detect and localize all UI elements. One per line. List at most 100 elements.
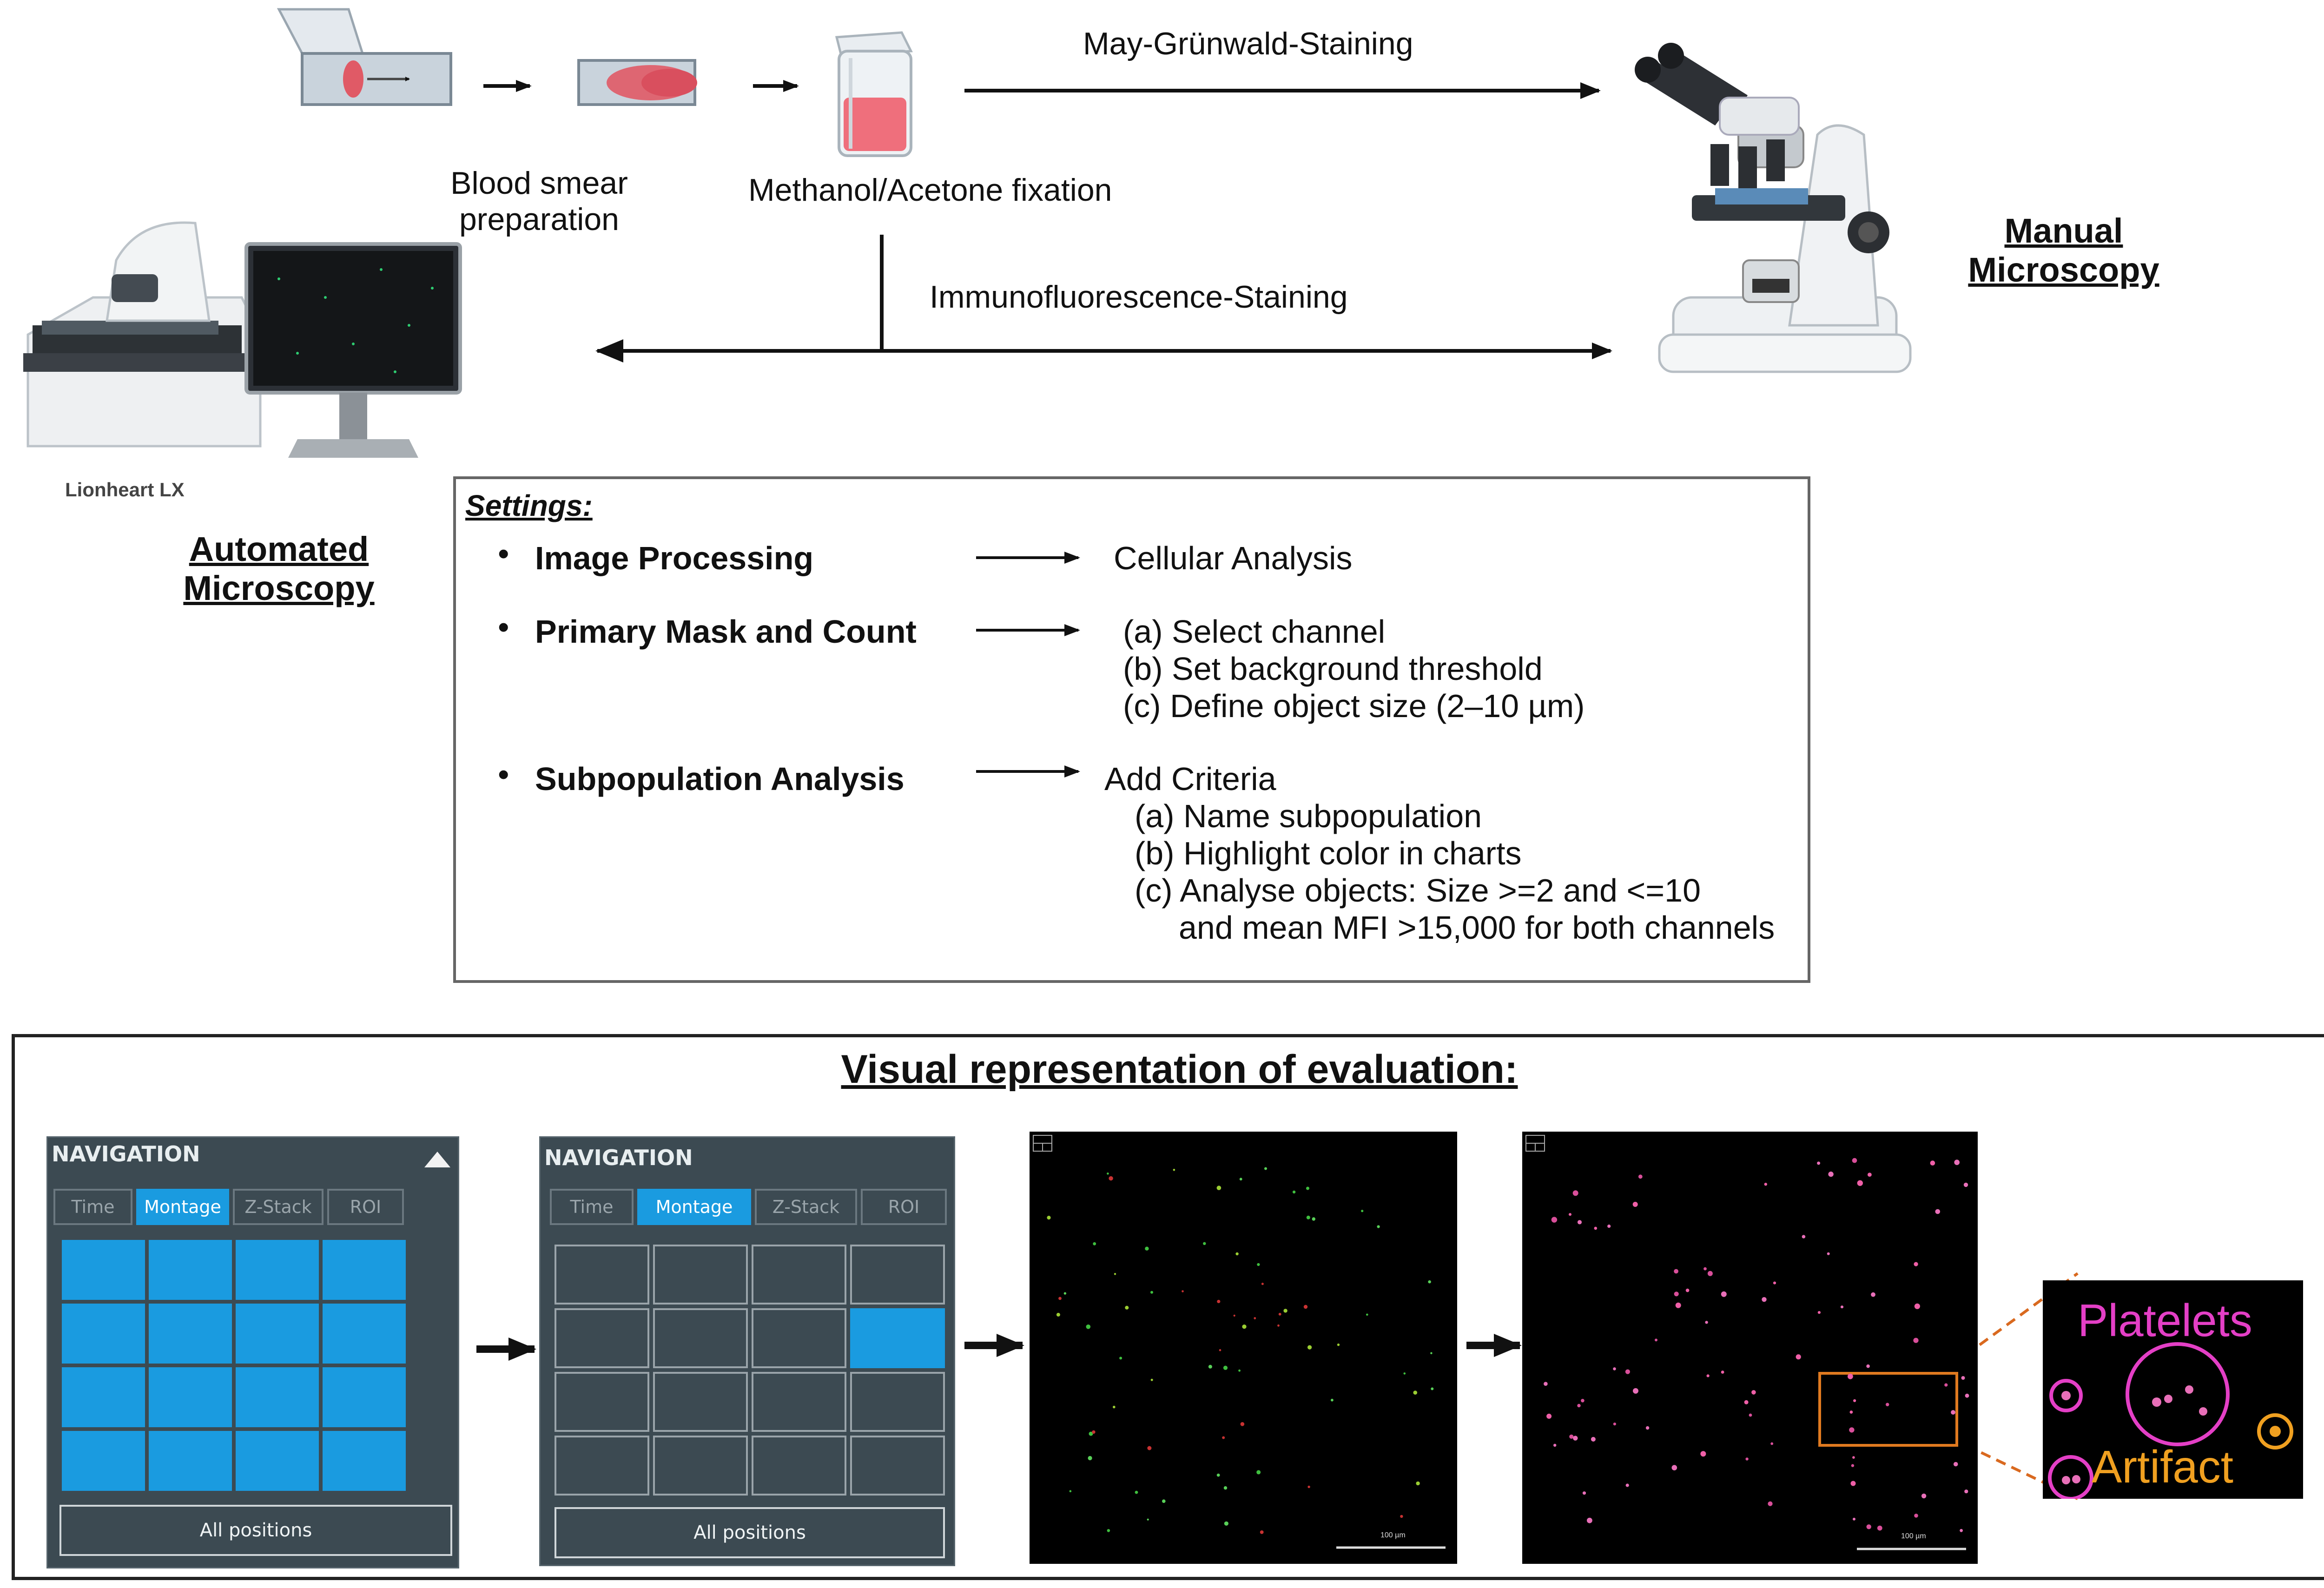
montage-cell[interactable]: [62, 1240, 145, 1300]
montage-cell[interactable]: [149, 1431, 232, 1491]
cell-dot: [1413, 1390, 1418, 1395]
montage-cell[interactable]: [62, 1431, 145, 1491]
montage-cell[interactable]: [62, 1367, 145, 1427]
cell-dot: [1145, 1246, 1149, 1251]
montage-cell[interactable]: [850, 1372, 945, 1432]
cell-dot: [1109, 1176, 1113, 1181]
cell-dot: [1707, 1271, 1713, 1276]
montage-cell[interactable]: [752, 1372, 846, 1432]
cell-dot: [1150, 1291, 1153, 1294]
manual-microscopy-label: Manual Microscopy: [1943, 211, 2185, 290]
cell-dot: [1173, 1169, 1175, 1171]
tab-time-2[interactable]: Time: [550, 1189, 634, 1225]
montage-cell[interactable]: [236, 1240, 319, 1300]
setting-primary-mask-c: (c) Define object size (2–10 µm): [1123, 688, 1585, 724]
cell-dot: [1430, 1352, 1433, 1354]
montage-cell[interactable]: [752, 1308, 846, 1368]
montage-cell[interactable]: [149, 1240, 232, 1300]
cell-dot: [1217, 1299, 1221, 1304]
cell-dot: [1147, 1518, 1149, 1521]
cell-dot: [1850, 1481, 1856, 1486]
cell-dot: [1069, 1490, 1072, 1492]
cell-dot: [1292, 1190, 1296, 1194]
all-positions-button[interactable]: All positions: [59, 1505, 452, 1556]
cell-dot: [1089, 1431, 1093, 1436]
montage-cell[interactable]: [236, 1367, 319, 1427]
montage-cell[interactable]: [323, 1240, 406, 1300]
cell-dot: [1796, 1354, 1801, 1360]
tab-z-stack[interactable]: Z-Stack: [233, 1189, 324, 1225]
tab-roi-2[interactable]: ROI: [861, 1189, 947, 1225]
montage-cell[interactable]: [236, 1304, 319, 1364]
cell-dot: [1751, 1390, 1756, 1395]
cell-dot: [1260, 1530, 1264, 1534]
all-positions-button-2[interactable]: All positions: [555, 1507, 945, 1558]
montage-cell[interactable]: [62, 1304, 145, 1364]
platelet-circle-left: [2049, 1379, 2083, 1412]
montage-cell[interactable]: [555, 1436, 649, 1496]
cell-dot: [1577, 1220, 1582, 1225]
cell-dot: [1047, 1216, 1051, 1220]
micrograph-raw: 100 µm: [1030, 1132, 1457, 1564]
montage-cell[interactable]: [555, 1308, 649, 1368]
cell-dot: [1866, 1364, 1870, 1368]
tab-time[interactable]: Time: [53, 1189, 132, 1225]
cell-dot: [1591, 1436, 1596, 1442]
montage-cell[interactable]: [850, 1436, 945, 1496]
setting-primary-mask-a: (a) Select channel: [1123, 613, 1386, 650]
setting-subpopulation-header: Add Criteria: [1104, 761, 1276, 797]
montage-cell[interactable]: [236, 1431, 319, 1491]
cell-dot: [1951, 1410, 1955, 1415]
montage-cell[interactable]: [555, 1245, 649, 1305]
montage-cell[interactable]: [323, 1304, 406, 1364]
montage-cell[interactable]: [323, 1431, 406, 1491]
cell-dot: [1222, 1436, 1225, 1439]
montage-cell[interactable]: [653, 1245, 748, 1305]
collapse-triangle-icon[interactable]: [424, 1152, 450, 1167]
automated-microscopy-label: Automated Microscopy: [139, 530, 418, 608]
cell-dot: [1964, 1489, 1968, 1494]
montage-cell[interactable]: [850, 1245, 945, 1305]
montage-cell[interactable]: [850, 1308, 945, 1368]
montage-cell[interactable]: [653, 1436, 748, 1496]
montage-cell[interactable]: [323, 1367, 406, 1427]
cell-dot: [1569, 1213, 1571, 1216]
zoom-region-box: [1818, 1372, 1958, 1447]
tab-roi[interactable]: ROI: [327, 1189, 404, 1225]
cell-dot: [1277, 1324, 1280, 1327]
cell-dot: [1587, 1517, 1592, 1523]
tab-montage-2[interactable]: Montage: [637, 1189, 751, 1225]
montage-cell[interactable]: [555, 1372, 649, 1432]
cell-dot: [1674, 1291, 1679, 1297]
device-name-label: Lionheart LX: [65, 479, 185, 501]
tab-z-stack-2[interactable]: Z-Stack: [755, 1189, 857, 1225]
montage-cell[interactable]: [653, 1372, 748, 1432]
cell-dot: [1182, 1290, 1184, 1292]
montage-cell[interactable]: [752, 1245, 846, 1305]
cell-dot: [1625, 1483, 1629, 1487]
montage-cell[interactable]: [752, 1436, 846, 1496]
cell-dot: [1416, 1481, 1420, 1486]
cell-dot: [1208, 1364, 1212, 1369]
cell-dot: [1866, 1524, 1871, 1529]
cell-dot: [1093, 1242, 1096, 1245]
tab-montage[interactable]: Montage: [136, 1189, 229, 1225]
montage-cell[interactable]: [149, 1304, 232, 1364]
staining-jar: [835, 31, 913, 157]
artifact-label: Artifact: [2092, 1441, 2233, 1492]
cell-dot: [1242, 1324, 1247, 1329]
montage-cell[interactable]: [149, 1367, 232, 1427]
settings-title: Settings:: [465, 489, 593, 522]
cell-dot: [1224, 1521, 1228, 1526]
montage-cell[interactable]: [653, 1308, 748, 1368]
cell-dot: [1868, 1173, 1872, 1177]
cell-dot: [1954, 1160, 1960, 1165]
may-grunwald-label: May-Grünwald-Staining: [1083, 26, 1413, 61]
cell-dot: [1577, 1404, 1581, 1408]
cell-dot: [1162, 1499, 1166, 1503]
cell-dot: [1366, 1313, 1368, 1316]
cell-dot: [1264, 1167, 1267, 1170]
fixation-label: Methanol/Acetone fixation: [748, 172, 1112, 208]
cell-dot: [1400, 1515, 1403, 1518]
